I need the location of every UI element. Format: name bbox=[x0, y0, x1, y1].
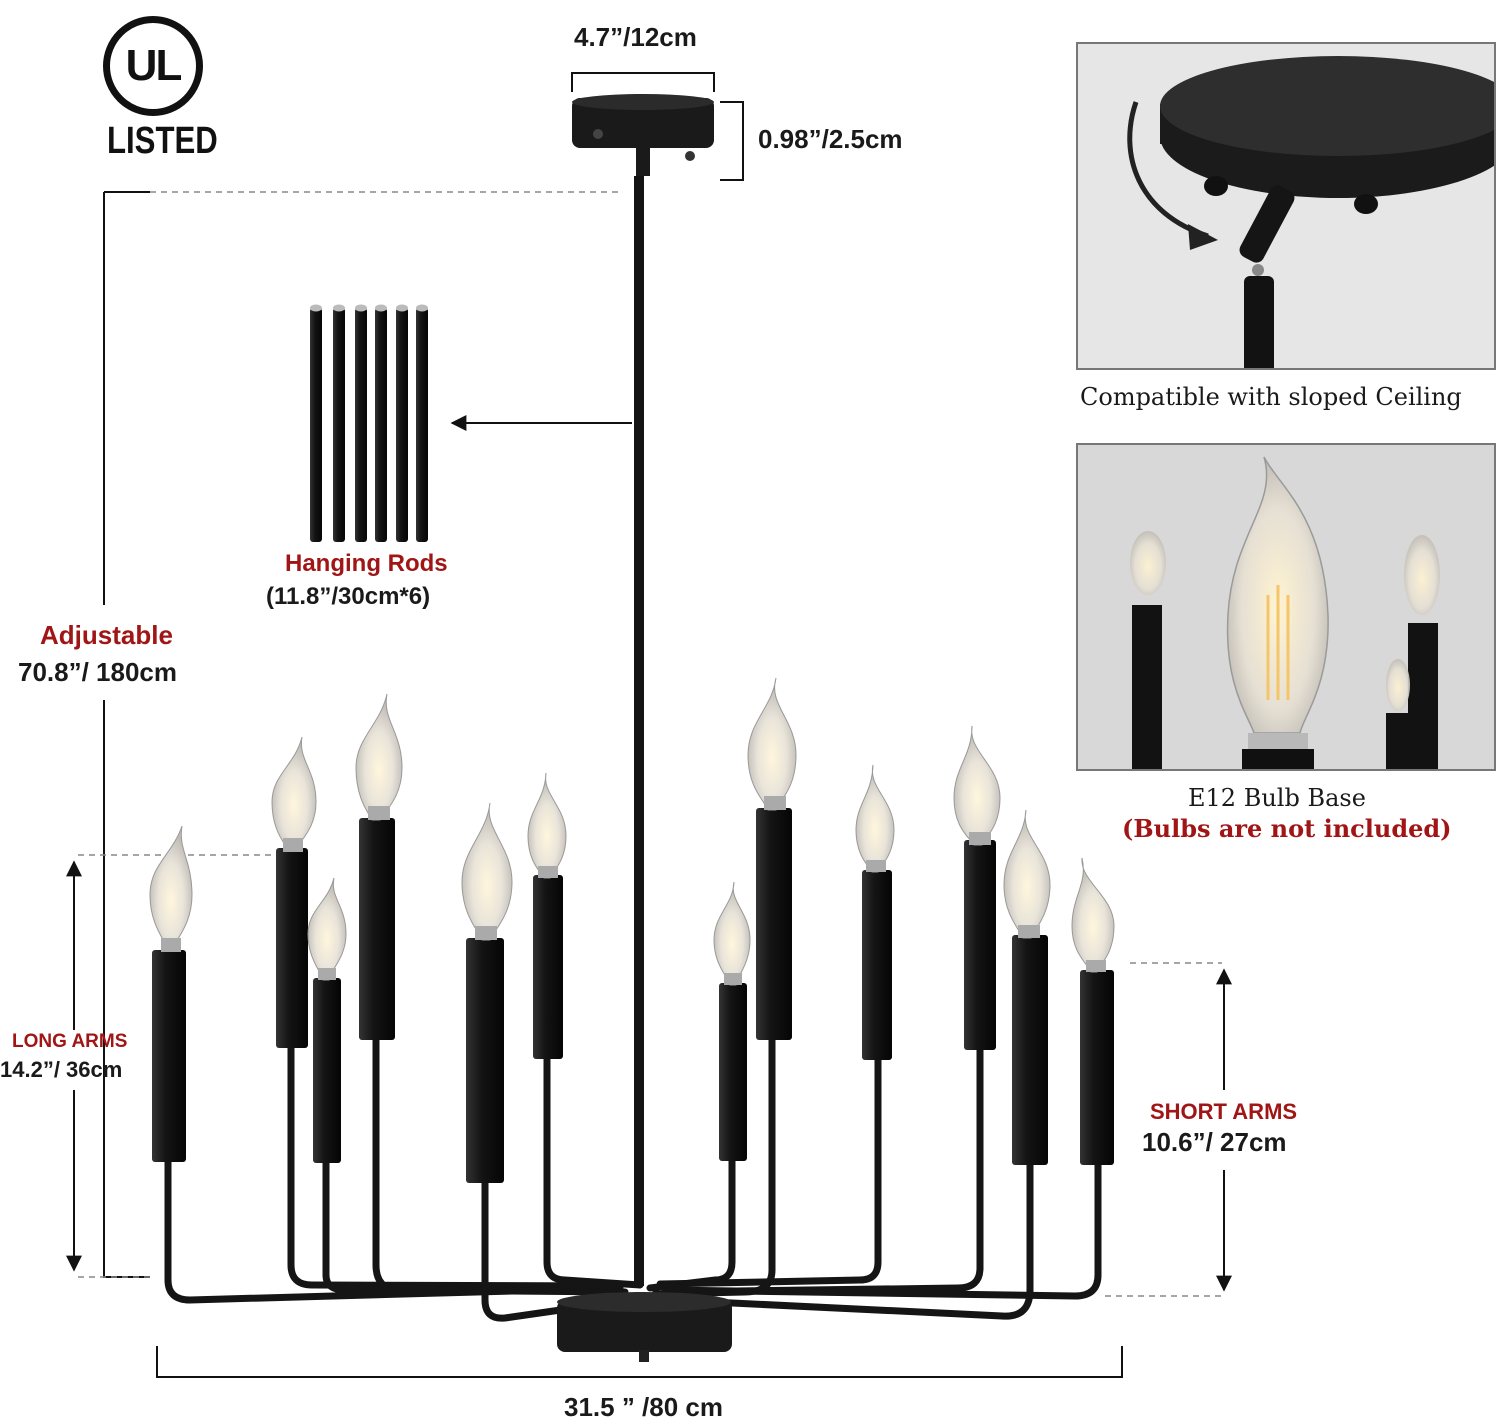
candle bbox=[855, 764, 895, 1060]
bulb-base-photo bbox=[1076, 443, 1496, 771]
short-arms-title: SHORT ARMS bbox=[1150, 1099, 1298, 1124]
canopy-width-bracket bbox=[571, 72, 715, 92]
candle bbox=[271, 736, 317, 1048]
down-rod bbox=[634, 176, 644, 1286]
hanging-rod bbox=[310, 304, 322, 542]
candle bbox=[355, 693, 403, 1040]
ul-listed-text: LISTED bbox=[106, 120, 218, 162]
hanging-rods-set bbox=[310, 304, 428, 542]
short-arms-value: 10.6”/ 27cm bbox=[1142, 1127, 1287, 1157]
candle bbox=[149, 825, 193, 1162]
ceiling-canopy bbox=[572, 94, 714, 176]
candle bbox=[953, 725, 1001, 1050]
chandelier-arms bbox=[164, 1036, 1102, 1322]
bulb-note: (Bulbs are not included) bbox=[1122, 814, 1452, 843]
ul-circle-mark: UL bbox=[103, 16, 203, 116]
hanging-rod bbox=[416, 304, 428, 542]
candle bbox=[1003, 809, 1051, 1165]
ul-letters: UL bbox=[125, 41, 183, 90]
long-arms-bracket bbox=[66, 854, 278, 1278]
candle bbox=[1071, 857, 1115, 1165]
hanging-rod bbox=[375, 304, 387, 542]
sloped-ceiling-photo bbox=[1076, 42, 1496, 370]
candle bbox=[527, 772, 567, 1059]
canopy-height-bracket bbox=[720, 101, 744, 181]
hanging-rods-title: Hanging Rods bbox=[285, 550, 448, 577]
hanging-rod bbox=[396, 304, 408, 542]
candle bbox=[461, 802, 513, 1183]
hanging-rod bbox=[333, 304, 345, 542]
canopy-height-label: 0.98”/2.5cm bbox=[758, 124, 903, 154]
candle-sockets bbox=[149, 677, 1115, 1183]
overall-width-bracket bbox=[156, 1346, 1123, 1378]
hanging-rods-subtitle: (11.8”/30cm*6) bbox=[266, 583, 431, 610]
overall-width-label: 31.5 ” /80 cm bbox=[564, 1392, 723, 1422]
sloped-ceiling-caption: Compatible with sloped Ceiling bbox=[1080, 383, 1462, 411]
candle bbox=[713, 881, 751, 1161]
adjustable-value: 70.8”/ 180cm bbox=[18, 657, 178, 687]
canopy-width-label: 4.7”/12cm bbox=[574, 22, 697, 52]
long-arms-title: LONG ARMS bbox=[12, 1031, 128, 1052]
bulb-base-caption: E12 Bulb Base bbox=[1188, 784, 1366, 812]
candle bbox=[307, 877, 347, 1163]
ul-listed-logo: UL LISTED bbox=[96, 16, 218, 166]
bulb-closeup-illustration bbox=[1078, 445, 1494, 769]
short-arms-bracket bbox=[1105, 962, 1232, 1297]
candle bbox=[747, 677, 797, 1040]
sloped-ceiling-illustration bbox=[1127, 56, 1494, 368]
adjustable-title: Adjustable bbox=[40, 620, 173, 650]
long-arms-value: 14.2”/ 36cm bbox=[0, 1057, 123, 1082]
chandelier-hub bbox=[557, 1292, 732, 1362]
hanging-rod bbox=[355, 304, 367, 542]
